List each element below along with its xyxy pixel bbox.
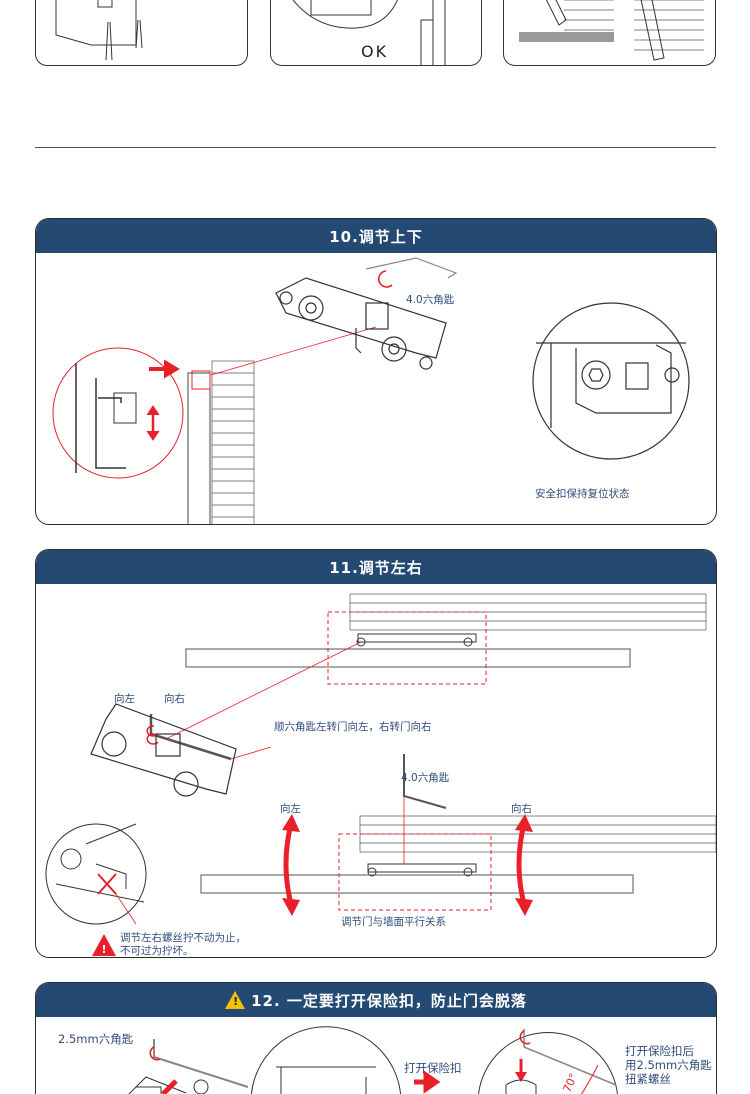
horizontal-adjust-illustration: ! (45, 593, 716, 956)
parallel-caption: 调节门与墙面平行关系 (341, 916, 446, 928)
section-divider (35, 147, 716, 148)
ok-label: OK (361, 42, 389, 61)
wall-drawing (519, 0, 704, 61)
section-12-panel: ! 12. 一定要打开保险扣，防止门会脱落 70° 2.5mm六角匙 打开保险扣… (35, 982, 717, 1094)
after-open-line-3: 扭紧螺丝 (625, 1072, 671, 1086)
bracket-drawing (55, 0, 143, 61)
hex-key-label: 2.5mm六角匙 (58, 1032, 134, 1046)
rotation-instruction: 顺六角匙左转门向左，右转门向右 (274, 721, 432, 733)
warning-line-1: 调节左右螺丝拧不动为止， (120, 932, 246, 944)
section-11-title: 11.调节左右 (36, 550, 716, 584)
vertical-adjust-illustration (52, 257, 690, 524)
step-box-left (35, 0, 248, 66)
left-label-1: 向左 (114, 693, 135, 705)
step-box-right (503, 0, 716, 66)
after-open-line-1: 打开保险扣后 (625, 1044, 694, 1058)
section-10-title: 10.调节上下 (36, 219, 716, 253)
section-11-panel: 11.调节左右 ! 向左 (35, 549, 717, 958)
warning-line-2: 不可过为拧坏。 (120, 945, 194, 957)
hex-key-label: 4.0六角匙 (406, 294, 455, 306)
after-open-line-2: 用2.5mm六角匙 (625, 1058, 712, 1072)
section-12-header: ! 12. 一定要打开保险扣，防止门会脱落 (36, 983, 716, 1017)
right-label-2: 向右 (511, 803, 532, 815)
open-lock-label: 打开保险扣 (404, 1061, 462, 1075)
section-12-title: 12. 一定要打开保险扣，防止门会脱落 (251, 991, 527, 1010)
hex-key-label: 4.0六角匙 (401, 772, 450, 784)
warning-icon: ! (225, 991, 246, 1009)
step-box-middle: OK (270, 0, 482, 66)
section-10-panel: 10.调节上下 4 (35, 218, 717, 525)
svg-text:!: ! (101, 943, 106, 956)
safety-lock-illustration: 70° (128, 1026, 618, 1094)
safety-lock-caption: 安全扣保持复位状态 (535, 488, 630, 500)
left-label-2: 向左 (280, 803, 301, 815)
right-label-1: 向右 (164, 693, 185, 705)
fitting-drawing (292, 0, 446, 65)
